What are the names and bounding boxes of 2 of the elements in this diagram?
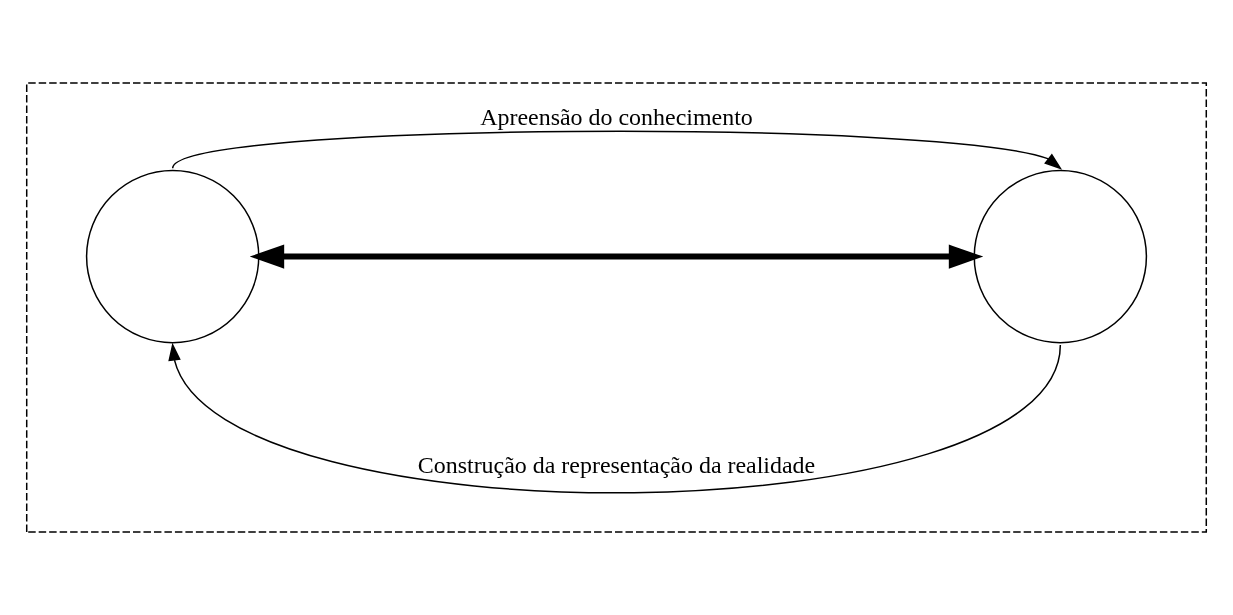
edge-label: Apreensão do conhecimento [480,103,753,130]
edge-label: Construção da representação da realidade [417,452,816,479]
